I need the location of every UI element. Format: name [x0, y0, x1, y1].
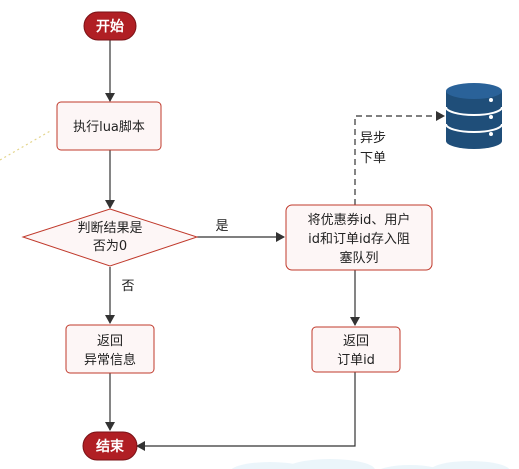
label-async-line2: 下单 — [360, 151, 386, 166]
label-no: 否 — [121, 279, 134, 294]
label-async-line1: 异步 — [360, 131, 386, 146]
node-exec-lua: 执行lua脚本 — [56, 101, 162, 151]
edge-return-to-end — [136, 372, 356, 451]
node-return-order: 返回 订单id — [311, 326, 401, 373]
database-icon — [445, 83, 503, 149]
node-return-error-line1: 返回 — [97, 334, 123, 349]
node-return-order-line2: 订单id — [337, 353, 375, 368]
node-end: 结束 — [82, 431, 138, 461]
node-enqueue: 将优惠券id、用户 id和订单id存入阻 塞队列 — [285, 204, 433, 271]
node-enqueue-line3: 塞队列 — [339, 250, 378, 266]
node-exec-lua-label: 执行lua脚本 — [73, 119, 145, 135]
decorative-dotted-line — [0, 129, 53, 161]
label-yes: 是 — [215, 219, 228, 234]
decorative-clouds — [231, 459, 510, 469]
node-return-error-line2: 异常信息 — [84, 352, 136, 368]
node-start-label: 开始 — [96, 18, 124, 35]
node-return-order-line1: 返回 — [343, 334, 369, 349]
node-decision-line2: 否为0 — [93, 239, 127, 254]
node-end-label: 结束 — [96, 438, 125, 455]
node-enqueue-line2: id和订单id存入阻 — [308, 232, 410, 247]
node-decision-line1: 判断结果是 — [77, 221, 142, 236]
node-enqueue-line1: 将优惠券id、用户 — [308, 212, 411, 228]
node-decision: 判断结果是 否为0 — [21, 208, 199, 267]
node-start: 开始 — [83, 11, 137, 41]
node-return-error: 返回 异常信息 — [65, 324, 155, 374]
